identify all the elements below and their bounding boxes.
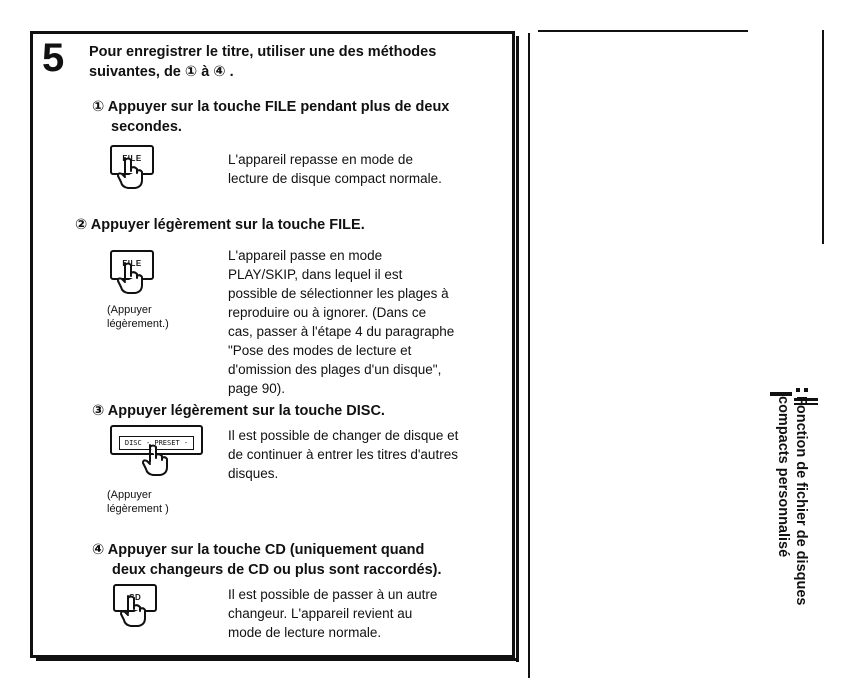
desc-line: disques. — [228, 466, 279, 481]
pressing-hand-icon — [117, 157, 143, 189]
desc-line: L'appareil repasse en mode de — [228, 152, 413, 167]
desc-line: d'omission des plages d'un disque", — [228, 362, 442, 377]
method-1-heading: ① Appuyer sur la touche FILE pendant plu… — [92, 97, 502, 137]
method-2-description: L'appareil passe en mode PLAY/SKIP, dans… — [228, 246, 510, 398]
method-3-heading-line-1: ③ Appuyer légèrement sur la touche DISC. — [92, 403, 385, 419]
intro-line-2: suivantes, de ① à ④ . — [89, 64, 234, 80]
desc-line: cas, passer à l'étape 4 du paragraphe — [228, 324, 455, 339]
desc-line: L'appareil passe en mode — [228, 248, 383, 263]
frame-shadow-right — [516, 36, 519, 662]
method-1-heading-line-2: secondes. — [111, 119, 182, 135]
desc-line: Il est possible de changer de disque et — [228, 428, 459, 443]
disc-key-label: DISC — [124, 438, 142, 447]
right-margin-rule — [822, 30, 824, 244]
top-rule — [538, 30, 748, 32]
method-2-caption: (Appuyer légèrement.) — [107, 303, 207, 331]
disc-display-text: - PRESET - — [145, 438, 189, 447]
method-4-heading: ④ Appuyer sur la touche CD (uniquement q… — [92, 540, 512, 580]
method-4-heading-line-1: ④ Appuyer sur la touche CD (uniquement q… — [92, 542, 425, 558]
method-2-heading-line-1: ② Appuyer légèrement sur la touche FILE. — [75, 217, 365, 233]
pressing-hand-icon — [117, 262, 143, 294]
desc-line: de continuer à entrer les titres d'autre… — [228, 447, 458, 462]
caption-line: légèrement.) — [107, 318, 169, 330]
intro-line-1: Pour enregistrer le titre, utiliser une … — [89, 44, 437, 60]
desc-line: mode de lecture normale. — [228, 625, 382, 640]
desc-line: lecture de disque compact normale. — [228, 171, 442, 186]
pressing-hand-icon — [120, 595, 146, 627]
file-key-label: FILE — [122, 259, 142, 268]
desc-line: possible de sélectionner les plages à — [228, 286, 449, 301]
method-1-description: L'appareil repasse en mode de lecture de… — [228, 150, 508, 188]
caption-line: (Appuyer — [107, 489, 152, 501]
step-intro: Pour enregistrer le titre, utiliser une … — [89, 42, 499, 82]
method-4-description: Il est possible de passer à un autre cha… — [228, 585, 508, 642]
method-3-heading: ③ Appuyer légèrement sur la touche DISC. — [92, 401, 512, 421]
step-number: 5 — [42, 36, 65, 80]
column-divider — [528, 33, 530, 678]
desc-line: "Pose des modes de lecture et — [228, 343, 412, 358]
method-3-caption: (Appuyer légèrement ) — [107, 488, 207, 516]
method-2-heading: ② Appuyer légèrement sur la touche FILE. — [75, 215, 505, 235]
caption-line: légèrement ) — [107, 503, 169, 515]
desc-line: page 90). — [228, 381, 286, 396]
desc-line: PLAY/SKIP, dans lequel il est — [228, 267, 403, 282]
instruction-frame — [30, 31, 515, 658]
desc-line: reproduire ou à ignorer. (Dans ce — [228, 305, 427, 320]
section-tab-marker — [770, 388, 818, 405]
pressing-hand-icon — [142, 444, 168, 476]
desc-line: changeur. L'appareil revient au — [228, 606, 413, 621]
method-4-heading-line-2: deux changeurs de CD ou plus sont raccor… — [112, 562, 442, 578]
sidebar-title-line-2: compacts personnalisé — [775, 396, 791, 558]
caption-line: (Appuyer — [107, 304, 152, 316]
file-key-label: FILE — [122, 154, 142, 163]
desc-line: Il est possible de passer à un autre — [228, 587, 438, 602]
method-3-description: Il est possible de changer de disque et … — [228, 426, 512, 483]
sidebar-title-line-1: Fonction de fichier de disques — [793, 396, 809, 606]
frame-shadow-bottom — [36, 658, 519, 661]
sidebar-section-title: Fonction de fichier de disques compacts … — [772, 396, 810, 656]
method-1-heading-line-1: ① Appuyer sur la touche FILE pendant plu… — [92, 99, 450, 115]
